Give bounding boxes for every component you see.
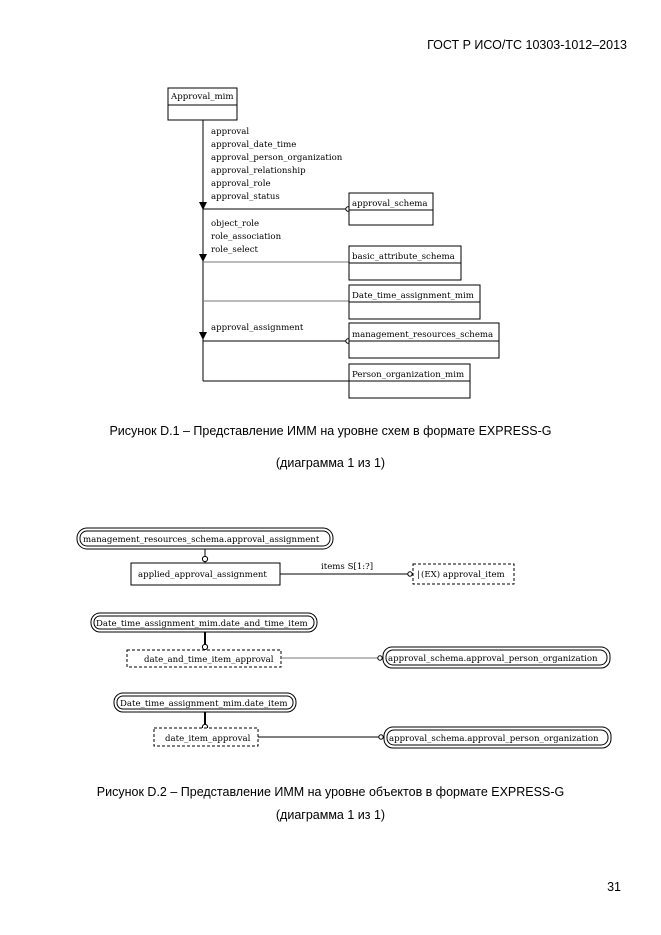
figure1-subcaption: (диаграмма 1 из 1) bbox=[275, 456, 386, 470]
group1-label: approval_status bbox=[211, 192, 280, 202]
arrowhead-1 bbox=[199, 202, 207, 210]
group1-label: approval_person_organization bbox=[211, 153, 343, 163]
page-number: 31 bbox=[607, 880, 621, 894]
group2-label: object_role bbox=[211, 219, 259, 229]
ref-label: Date_time_assignment_mim.date_item bbox=[120, 699, 288, 709]
group1-label: approval bbox=[211, 127, 249, 137]
select-marker: | bbox=[417, 570, 420, 580]
figure2-subcaption: (диаграмма 1 из 1) bbox=[275, 808, 386, 822]
figure2-caption: Рисунок D.2 – Представление ИММ на уровн… bbox=[96, 785, 565, 799]
select-label: date_item_approval bbox=[165, 734, 251, 744]
schema-label: basic_attribute_schema bbox=[352, 252, 455, 262]
schema-label: approval_schema bbox=[352, 199, 428, 209]
select-label: (EX) approval_item bbox=[421, 569, 505, 580]
standard-header: ГОСТ Р ИСО/ТС 10303-1012–2013 bbox=[427, 38, 627, 52]
schema-label: management_resources_schema bbox=[352, 330, 493, 340]
group2-label: role_association bbox=[211, 232, 282, 242]
schema-label: Date_time_assignment_mim bbox=[352, 291, 474, 301]
group2-label: role_select bbox=[211, 245, 259, 255]
ref-label: Date_time_assignment_mim.date_and_time_i… bbox=[96, 619, 308, 629]
arrowhead-3 bbox=[199, 332, 207, 340]
ref-label: management_resources_schema.approval_ass… bbox=[83, 535, 320, 545]
attribute-label: items S[1:?] bbox=[321, 562, 373, 572]
schema-label: Person_organization_mim bbox=[352, 370, 464, 380]
group1-label: approval_role bbox=[211, 179, 271, 189]
root-entity-box bbox=[167, 87, 238, 121]
arrowhead-2 bbox=[199, 254, 207, 262]
schema-box-approval bbox=[348, 192, 434, 226]
group1-label: approval_date_time bbox=[211, 140, 296, 150]
figure1-caption: Рисунок D.1 – Представление ИММ на уровн… bbox=[109, 424, 552, 438]
root-entity-label: Approval_mim bbox=[170, 92, 234, 102]
select-box-approval-item bbox=[412, 563, 515, 585]
ref-label: approval_schema.approval_person_organiza… bbox=[389, 734, 599, 744]
select-label: date_and_time_item_approval bbox=[144, 655, 274, 665]
group3-label: approval_assignment bbox=[211, 323, 304, 333]
ref-label: approval_schema.approval_person_organiza… bbox=[388, 654, 598, 664]
entity-label: applied_approval_assignment bbox=[138, 570, 267, 580]
group1-label: approval_relationship bbox=[211, 166, 306, 176]
